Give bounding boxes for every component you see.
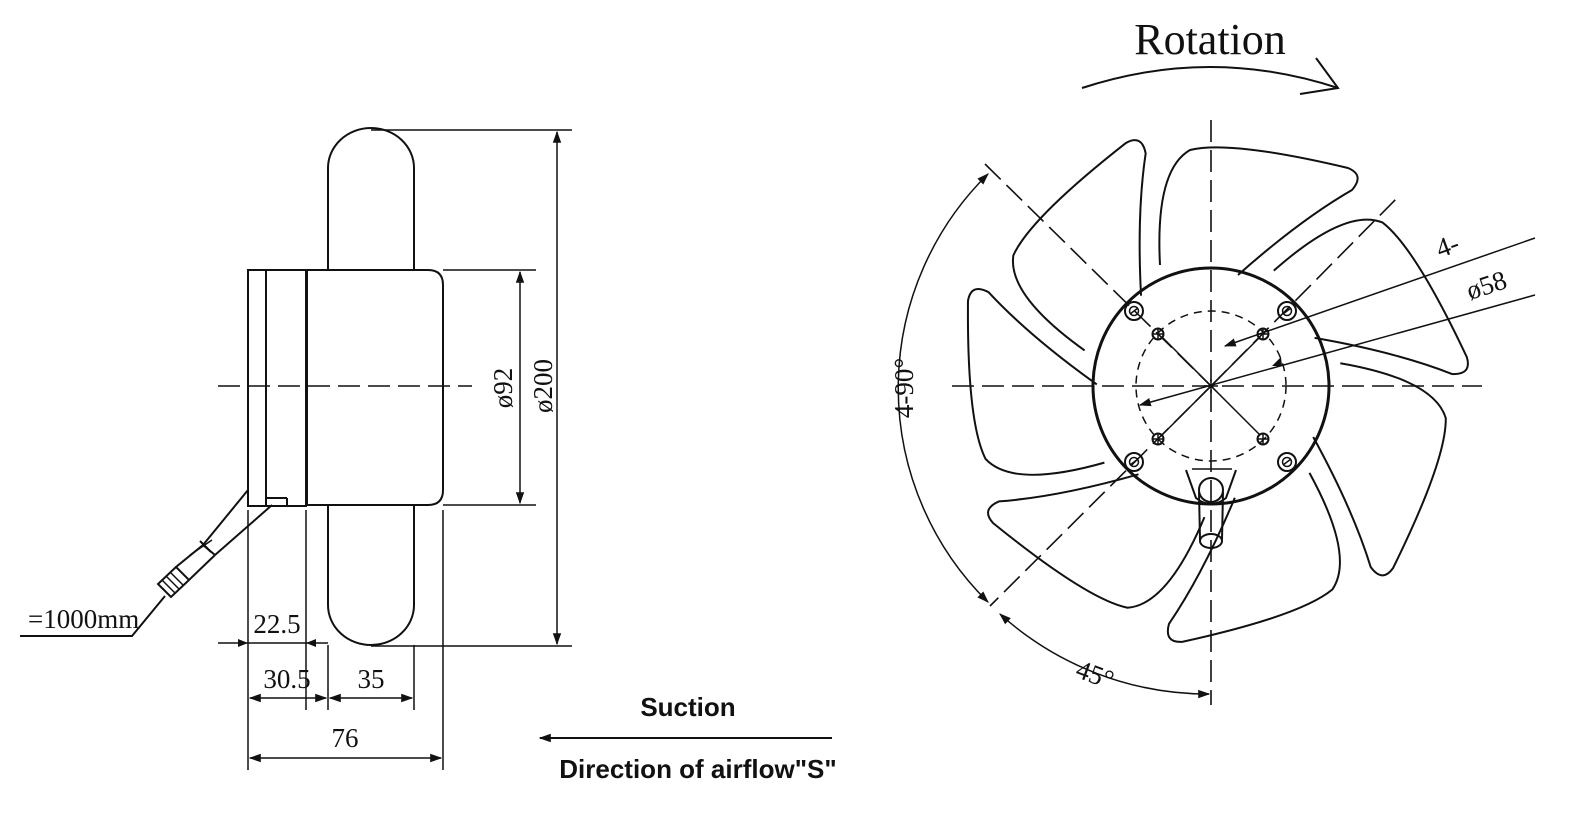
rotation-arrow: [1081, 66, 1339, 89]
dim-holes-label: 4-: [1432, 228, 1463, 264]
screw: [1277, 301, 1297, 321]
dim-22-5-label: 22.5: [253, 609, 300, 639]
side-view: =1000mm ø200 ø92 22.5 30.5 35 76: [20, 127, 572, 770]
airflow-label: Direction of airflow"S": [559, 754, 836, 784]
mounting-holes: [1151, 327, 1270, 446]
dim-d92-label: ø92: [488, 368, 518, 409]
dim-angle-90-label: 4-90°: [889, 358, 919, 418]
suction-label: Suction: [640, 692, 735, 722]
upper-blade: [327, 127, 415, 270]
fan-blade: [1312, 362, 1447, 577]
motor-body: [306, 269, 444, 506]
fan-blade: [1011, 139, 1147, 352]
dim-angle-90-arc: [897, 173, 989, 603]
dim-76-label: 76: [332, 723, 359, 753]
front-view: Rotation: [889, 15, 1536, 705]
cable: [156, 489, 273, 599]
dim-35-label: 35: [358, 664, 385, 694]
screw: [1124, 452, 1144, 472]
screw: [1124, 301, 1144, 321]
dim-holes-line: [1223, 237, 1536, 347]
fan-blades: [966, 139, 1469, 643]
outer-screws: [1124, 301, 1297, 472]
fan-blade: [1273, 218, 1469, 376]
dim-angle-45-label: 45°: [1072, 654, 1118, 695]
fan-blade: [987, 473, 1206, 609]
dim-d200-label: ø200: [528, 359, 558, 413]
fan-blade: [1158, 146, 1359, 276]
dim-d58-line: [1138, 294, 1536, 407]
fan-blade: [966, 288, 1105, 476]
back-plate: [247, 269, 307, 507]
airflow-indicator: Suction Direction of airflow"S": [538, 692, 837, 784]
cable-outlet: [1185, 468, 1237, 549]
dim-30-5-label: 30.5: [263, 664, 310, 694]
dim-angle-45-arc: [999, 613, 1211, 699]
cable-length-label: =1000mm: [28, 604, 139, 634]
lower-blade: [327, 505, 415, 646]
cable-leader-line: [20, 595, 166, 637]
diag-center-line-1: [984, 163, 1212, 387]
screw: [1277, 452, 1297, 472]
rotation-label: Rotation: [1134, 15, 1286, 64]
dim-d58-label: ø58: [1463, 265, 1511, 306]
